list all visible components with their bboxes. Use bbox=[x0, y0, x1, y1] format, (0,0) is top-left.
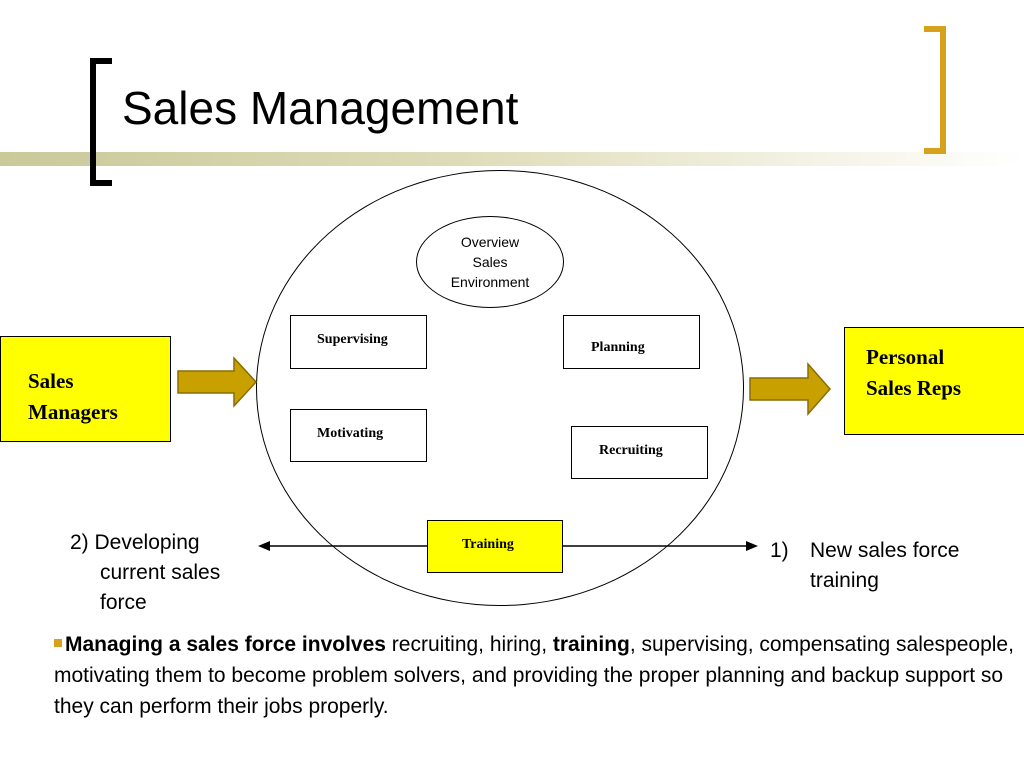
bullet-square-icon bbox=[54, 639, 62, 647]
oval-line-1: Overview bbox=[460, 234, 520, 250]
new-training-line-1: New sales force bbox=[810, 539, 960, 562]
motivating-box: Motivating bbox=[290, 409, 427, 462]
recruiting-label: Recruiting bbox=[599, 443, 663, 458]
developing-line-2: current sales bbox=[100, 561, 221, 584]
bullet-bold-lead: Managing a sales force involves bbox=[65, 633, 386, 656]
new-training-number: 1) bbox=[770, 539, 789, 562]
overview-sales-environment-oval: Overview Sales Environment bbox=[416, 216, 564, 308]
supervising-box: Supervising bbox=[290, 315, 427, 369]
planning-box: Planning bbox=[563, 315, 700, 369]
left-bracket-decoration bbox=[90, 58, 112, 186]
sales-managers-box: Sales Managers bbox=[0, 336, 171, 442]
personal-sales-reps-line-1: Personal bbox=[866, 345, 945, 369]
new-sales-force-training-text: 1) New sales force training bbox=[770, 536, 1010, 598]
motivating-label: Motivating bbox=[317, 426, 384, 441]
developing-line-1: 2) Developing bbox=[70, 531, 200, 554]
oval-line-3: Environment bbox=[450, 274, 530, 290]
personal-sales-reps-box: Personal Sales Reps bbox=[844, 327, 1024, 435]
managers-to-circle-arrow-icon bbox=[177, 356, 258, 408]
supervising-label: Supervising bbox=[317, 332, 388, 347]
developing-current-sales-force-text: 2) Developing current sales force bbox=[70, 528, 260, 620]
recruiting-box: Recruiting bbox=[571, 426, 708, 479]
bullet-bold-training: training bbox=[552, 633, 630, 656]
bullet-text-2: , supervising, compensating salespeople,… bbox=[54, 633, 1014, 718]
personal-sales-reps-line-2: Sales Reps bbox=[866, 376, 962, 400]
sales-management-circle bbox=[256, 170, 744, 606]
bullet-text-1: recruiting, hiring, bbox=[385, 633, 553, 656]
new-training-line-2: training bbox=[810, 569, 879, 592]
slide-title: Sales Management bbox=[122, 82, 519, 134]
training-box-front: Training bbox=[427, 520, 563, 573]
right-bracket-decoration bbox=[924, 26, 946, 154]
developing-line-3: force bbox=[100, 591, 147, 614]
planning-label: Planning bbox=[591, 340, 645, 355]
managing-sales-force-bullet: Managing a sales force involves recruiti… bbox=[54, 629, 1014, 722]
title-underline-band bbox=[0, 152, 1024, 166]
sales-managers-line-1: Sales bbox=[28, 369, 74, 393]
sales-managers-line-2: Managers bbox=[28, 400, 118, 424]
training-label-front: Training bbox=[462, 537, 514, 552]
circle-to-reps-arrow-icon bbox=[749, 362, 831, 416]
oval-line-2: Sales bbox=[472, 254, 508, 270]
